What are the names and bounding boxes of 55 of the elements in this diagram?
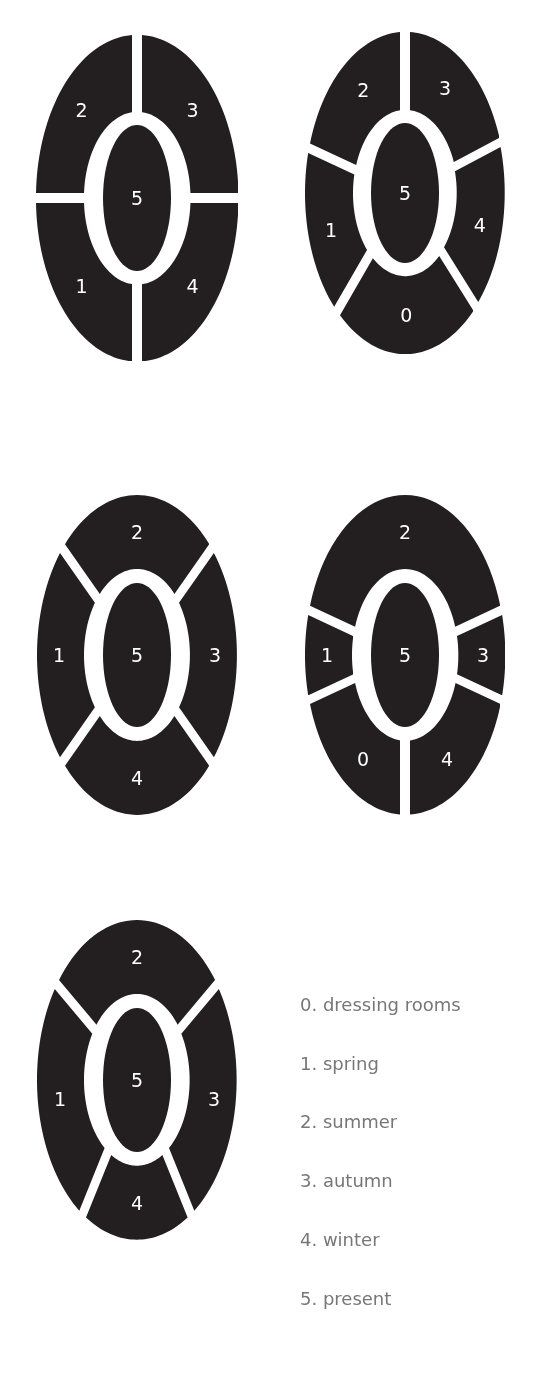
- ring-segment: [86, 1155, 188, 1240]
- ring-segment: [179, 552, 237, 758]
- segment-number: 4: [440, 747, 453, 770]
- segment-number: 4: [130, 767, 144, 789]
- segment-number: 5: [130, 644, 144, 666]
- segment-number: 5: [398, 644, 412, 666]
- segment-number: 1: [52, 644, 65, 666]
- ring-segment: [456, 614, 505, 696]
- key-entry: 2. summer: [300, 1111, 398, 1134]
- ring-segment: [169, 989, 237, 1211]
- ring-segment: [64, 716, 210, 815]
- segment-number: 4: [186, 275, 199, 298]
- ring-segment: [339, 255, 474, 354]
- segment-number: 0: [400, 303, 413, 326]
- ring-segment: [305, 152, 368, 307]
- ring-segment: [309, 495, 501, 627]
- segment-number: 3: [186, 98, 199, 121]
- key-entry: 3. autumn: [300, 1170, 393, 1193]
- segment-number: 3: [438, 77, 451, 100]
- segment-number: 4: [130, 1192, 144, 1214]
- segment-number: 5: [398, 182, 412, 204]
- segment-number: 5: [130, 1069, 144, 1091]
- segment-number: 2: [75, 98, 88, 121]
- segment-number: 2: [130, 946, 144, 968]
- segment-number: 3: [208, 1088, 221, 1111]
- ring-segment: [36, 202, 133, 361]
- ring-segment: [141, 35, 238, 194]
- segment-number: 3: [208, 644, 222, 666]
- segment-number: 3: [476, 644, 490, 666]
- key-entry: 0. dressing rooms: [300, 994, 461, 1016]
- segment-number: 5: [130, 187, 144, 209]
- ring-segment: [141, 202, 238, 361]
- ring-segment: [58, 920, 216, 1025]
- ring-segment: [64, 495, 210, 594]
- ring-segment: [37, 989, 105, 1211]
- ring-segment: [37, 552, 95, 758]
- ring-segment: [409, 683, 501, 815]
- segment-number: 2: [357, 79, 370, 102]
- segment-number: 1: [75, 275, 88, 298]
- ring-segment: [309, 32, 401, 166]
- ring-segment: [409, 32, 499, 163]
- key-entry: 5. present: [300, 1287, 392, 1310]
- ring-segment: [36, 35, 133, 194]
- segment-number: 2: [398, 521, 412, 543]
- key-entry: 4. winter: [300, 1228, 380, 1251]
- segment-number: 4: [473, 213, 486, 236]
- segment-number: 1: [53, 1088, 66, 1111]
- ring-segment: [309, 683, 401, 815]
- ring-segment: [305, 614, 354, 696]
- key-entry: 1. spring: [300, 1052, 379, 1075]
- segment-number: 1: [325, 218, 338, 241]
- segment-number: 2: [130, 521, 144, 543]
- segment-number: 0: [357, 747, 370, 770]
- segment-number: 1: [320, 644, 333, 666]
- ring-segment: [444, 147, 505, 303]
